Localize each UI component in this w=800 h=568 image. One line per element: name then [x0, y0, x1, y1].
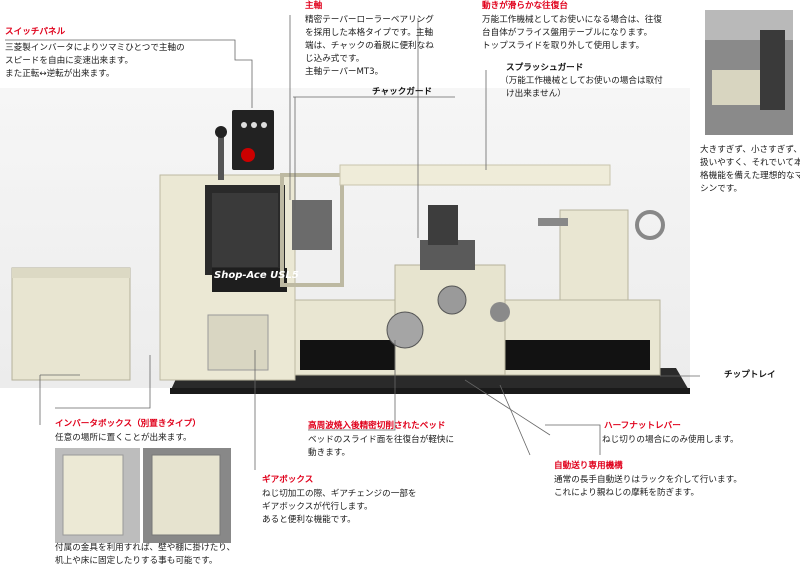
- auto-feed-title: 自動送り専用機構: [554, 461, 623, 471]
- spindle-line-4: じ込み式です。: [305, 54, 365, 64]
- gear-box-title: ギアボックス: [262, 475, 314, 485]
- inverter-box-title: インバータボックス（別置きタイプ）: [55, 419, 201, 429]
- tailstock-shape: [559, 209, 629, 301]
- splash-guard-line-1: （万能工作機械としてお使いの場合は取付: [500, 76, 663, 86]
- half-nut-title: ハーフナットレバー: [604, 421, 681, 431]
- inverter-box-shape: [11, 267, 131, 381]
- inverter-box-bottom-line-1: 付属の金具を利用すれば、壁や棚に掛けたり、: [55, 543, 236, 553]
- gear-box-line-1: ねじ切加工の際、ギアチェンジの一部を: [262, 489, 417, 499]
- inverter-box-bottom-line-2: 机上や床に固定したりする事も可能です。: [55, 556, 218, 566]
- switch-panel-line-2: スピードを自由に変速出来ます。: [5, 56, 134, 66]
- spindle-line-3: 端は、チャックの着脱に便利なね: [305, 41, 434, 51]
- splash-guard-line-2: け出来ません）: [506, 89, 566, 99]
- auto-feed-line-2: これにより親ねじの摩耗を防ぎます。: [554, 488, 700, 498]
- switch-panel-shape: [232, 110, 274, 170]
- auto-feed-line-1: 通常の長手自動送りはラックを介して行います。: [554, 475, 742, 485]
- splash-guard-title: スプラッシュガード: [506, 63, 584, 73]
- carriage-line-1: 万能工作機械としてお使いになる場合は、往復: [482, 15, 662, 25]
- machine-brand-label: Shop-Ace USL5: [214, 270, 299, 281]
- chuck-guard-title: チャックガード: [372, 87, 433, 97]
- photo-caption-line-2: 扱いやすく、それでいて本: [700, 158, 800, 168]
- half-nut-line-1: ねじ切りの場合にのみ使用します。: [602, 435, 739, 445]
- photo-caption-line-3: 格機能を備えた理想的なマ: [700, 171, 800, 181]
- inverter-box-line-1: 任意の場所に置くことが出来ます。: [55, 433, 192, 443]
- gear-box-line-3: あると便利な機能です。: [262, 515, 356, 525]
- splash-guard-shape: [339, 164, 611, 186]
- photo-caption-line-1: 大きすぎず、小さすぎず、: [700, 145, 800, 155]
- carriage-line-2: 台自体がフライス盤用テーブルになります。: [482, 28, 653, 38]
- spindle-line-2: を採用した本格タイプです。主軸: [305, 28, 434, 38]
- spindle-line-5: 主軸テーパーMT3。: [305, 67, 384, 77]
- switch-panel-title: スイッチパネル: [5, 27, 66, 37]
- gear-box-line-2: ギアボックスが代行します。: [262, 502, 373, 512]
- spindle-title: 主軸: [305, 1, 323, 11]
- spindle-line-1: 精密テーパーローラーベアリング: [305, 15, 434, 25]
- brand-text: Shop-Ace: [214, 270, 267, 281]
- switch-panel-line-3: また正転↔逆転が出来ます。: [5, 69, 115, 79]
- chuck-guard-shape: [280, 173, 344, 287]
- bed-line-2: 動きます。: [308, 448, 351, 458]
- bed-title: 高周波焼入後精密切削されたベッド: [308, 421, 446, 431]
- bed-line-1: ベッドのスライド面を往復台が軽快に: [308, 435, 455, 445]
- switch-panel-line-1: 三菱製インバータによりツマミひとつで主軸の: [5, 43, 185, 53]
- carriage-line-3: トップスライドを取り外して使用します。: [482, 41, 645, 51]
- photo-caption-line-4: シンです。: [700, 184, 743, 194]
- chip-tray-title: チップトレイ: [724, 370, 776, 380]
- model-text: USL5: [270, 270, 299, 281]
- carriage-title: 動きが滑らかな往復台: [482, 1, 568, 11]
